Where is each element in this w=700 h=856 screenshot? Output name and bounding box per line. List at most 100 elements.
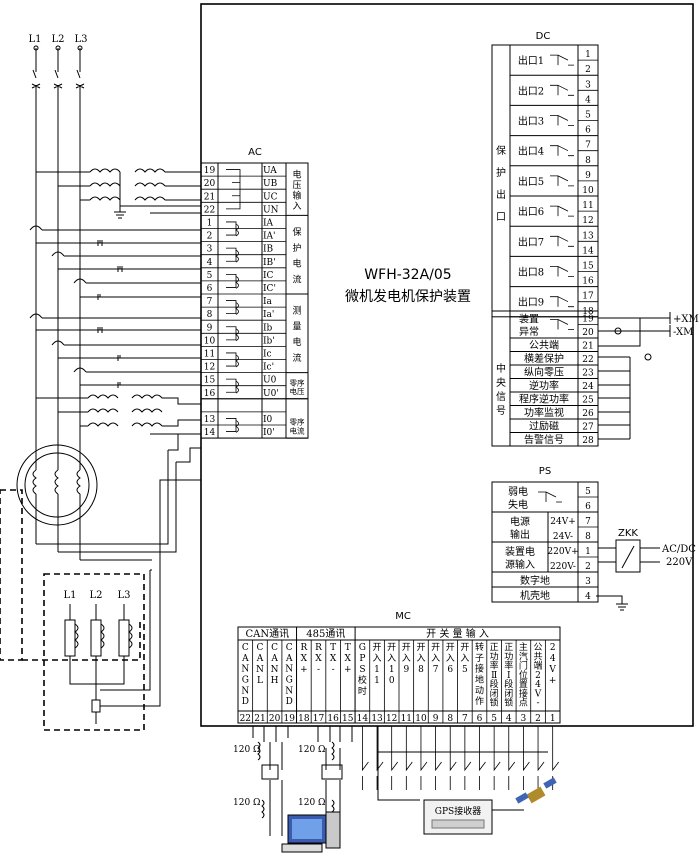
mc-col-label: X (301, 654, 308, 664)
mc-col-label: X (345, 654, 352, 664)
mc-col-label: + (549, 676, 557, 686)
ac-terminal-label: U0' (263, 389, 279, 399)
device-model: WFH-32A/05 (364, 267, 451, 283)
dc-title: DC (536, 31, 551, 42)
ac-terminal-number: 9 (207, 323, 213, 333)
mc-col-label: N (256, 665, 264, 675)
dc-signal-label: 纵向零压 (524, 366, 564, 379)
ac-coil (226, 221, 237, 236)
dc-terminal-number: 25 (582, 396, 594, 406)
ac-terminal-label: UC (263, 192, 278, 202)
ac-terminal-number: 8 (207, 310, 213, 320)
ps-value: 220V+ (547, 547, 578, 557)
mc-col-label: 功 (504, 651, 513, 662)
mc-col-label: 正 (504, 643, 513, 653)
mc-terminal-number: 15 (342, 714, 354, 724)
mc-terminal-number: 13 (371, 714, 383, 724)
mc-col-label: 7 (433, 665, 439, 675)
dc-terminal-number: 1 (585, 50, 591, 60)
mc-col-label: 率 (490, 660, 499, 672)
mc-col-label: 入 (373, 653, 382, 664)
ac-terminal-number: 21 (204, 192, 215, 202)
dc-terminal-number: 13 (582, 231, 594, 241)
mc-terminal-number: 10 (415, 714, 427, 724)
ac-coil (226, 300, 237, 315)
mc-col-label: 锁 (490, 697, 499, 709)
bus-lines (31, 45, 85, 470)
mc-col-label: 入 (431, 653, 440, 664)
mc-terminal-number: 2 (535, 714, 541, 724)
ac-terminal-number: 4 (207, 258, 213, 268)
dc-terminal-number: 6 (585, 126, 591, 136)
mc-col-label: + (300, 665, 308, 675)
ps-terminal-number: 7 (585, 517, 591, 527)
mc-col-label: 作 (475, 695, 484, 707)
mc-col-label: D (242, 697, 249, 707)
mc-col-label: 入 (416, 653, 425, 664)
mc-col-label: 0 (389, 676, 395, 686)
mc-col-label: T (330, 643, 336, 653)
ps-terminal-number: 3 (585, 577, 591, 587)
zkk-switch: AC/DC 220V (596, 539, 696, 611)
ac-terminal-number: 22 (204, 205, 215, 215)
relay-contact-icon (550, 235, 574, 247)
dc-output-label: 出口6 (518, 205, 544, 218)
ps-terminal-block: 弱电失电电源输出24V+24V-装置电源输入220V+220V-数字地机壳地56… (491, 481, 599, 603)
mc-col-label: 时 (358, 685, 367, 697)
switch-contact (493, 726, 501, 790)
ac-terminal-label: IB' (263, 258, 276, 268)
switch-contact (464, 726, 472, 790)
mc-terminal-number: 7 (462, 714, 468, 724)
mc-col-label: 公 (534, 642, 543, 653)
ac-terminal-number: 1 (207, 219, 213, 229)
ac-group-label: 流 (292, 352, 301, 364)
ac-terminal-number: 19 (204, 166, 216, 176)
dc-signal-label: 过励磁 (529, 420, 559, 433)
mc-col-label: 段 (490, 678, 499, 690)
dc-central-label: 信 (496, 391, 506, 403)
switch-contact (362, 726, 369, 790)
dc-central-label: 号 (496, 405, 506, 417)
relay-contact-icon (550, 84, 574, 96)
mc-terminal-number: 4 (506, 714, 512, 724)
generator-windings (64, 479, 201, 724)
dc-output-label: 出口5 (518, 175, 544, 188)
relay-contact-icon (550, 175, 574, 187)
comm-wiring (252, 726, 548, 836)
ac-group-label: 流 (292, 273, 301, 285)
ac-coil (235, 223, 239, 237)
mc-terminal-number: 9 (433, 714, 439, 724)
dc-terminal-number: 11 (582, 201, 593, 211)
ac-coil (226, 326, 237, 341)
dc-signal-label: 告警信号 (524, 433, 564, 446)
mc-col-label: Ⅰ (507, 671, 511, 681)
dc-terminal-number: 26 (582, 409, 594, 419)
ac-terminal-number: 20 (204, 179, 216, 189)
ac-group-label: 护 (292, 242, 301, 254)
mc-col-label: 入 (402, 653, 411, 664)
mc-terminal-number: 6 (477, 714, 483, 724)
xm-bus: +XM -XM (598, 312, 699, 440)
dc-output-label: 出口2 (518, 84, 544, 97)
mc-col-label: 校 (358, 674, 367, 686)
mc-col-label: G (242, 676, 249, 686)
mc-col-label: C (242, 643, 249, 653)
dc-terminal-number: 2 (585, 65, 591, 75)
device-name: 微机发电机保护装置 (345, 289, 471, 305)
mc-col-label: R (300, 643, 307, 653)
xm-plus-label: +XM (673, 314, 699, 325)
mc-col-label: + (344, 665, 352, 675)
ps-terminal-number: 1 (585, 547, 591, 557)
acdc-label: AC/DC (661, 544, 696, 555)
ac-group-label: 电 (292, 258, 301, 270)
dc-protect-label: 出 (496, 188, 506, 201)
mc-col-label: T (345, 643, 351, 653)
ac-terminal-label: Ib' (263, 336, 275, 346)
switch-contact (391, 726, 399, 790)
switch-contact (449, 726, 457, 790)
relay-contact-icon (550, 266, 574, 277)
ac-terminal-label: Ic (263, 350, 272, 360)
generator-box (43, 573, 145, 731)
mc-col-label: 锁 (504, 697, 513, 709)
